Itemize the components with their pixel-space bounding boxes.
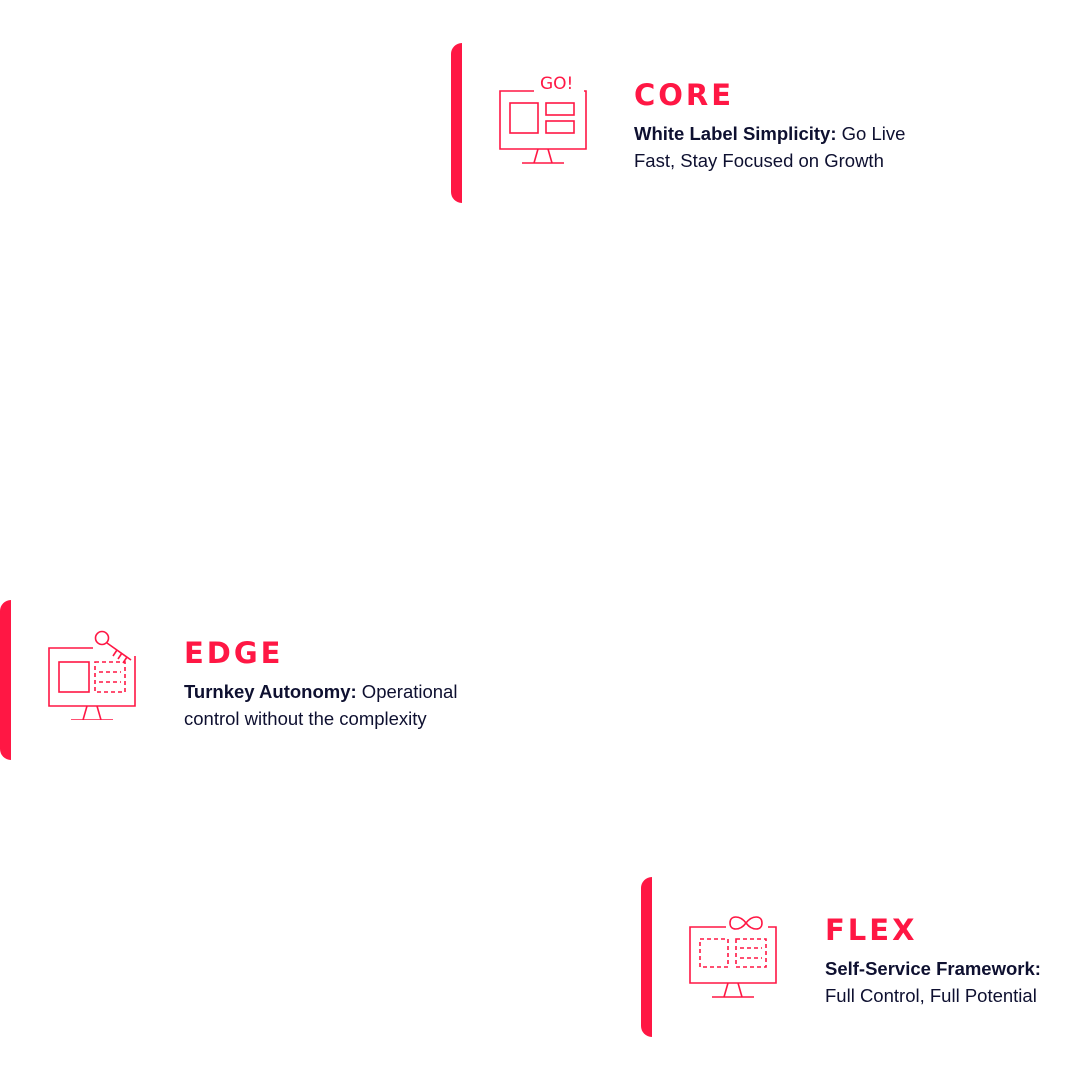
core-accent-bar (451, 43, 462, 203)
edge-description: Turnkey Autonomy: Operational control wi… (184, 678, 484, 732)
edge-card: EDGE Turnkey Autonomy: Operational contr… (0, 600, 480, 760)
edge-rest: Operational control without the complexi… (184, 681, 458, 729)
edge-accent-bar (0, 600, 11, 760)
flex-accent-bar (641, 877, 652, 1037)
core-lead: White Label Simplicity: (634, 123, 837, 144)
core-description: White Label Simplicity: Go Live Fast, St… (634, 120, 934, 174)
flex-lead: Self-Service Framework: (825, 958, 1041, 979)
edge-title: EDGE (184, 636, 284, 670)
flex-title: FLEX (825, 913, 918, 947)
monitor-infinity-icon (688, 913, 778, 1003)
core-rest: Go Live Fast, Stay Focused on Growth (634, 123, 906, 171)
flex-description: Self-Service Framework: Full Control, Fu… (825, 955, 1075, 1009)
flex-rest: Full Control, Full Potential (825, 985, 1037, 1006)
core-title: CORE (634, 78, 735, 112)
core-card: GO! CORE White Label Simplicity: Go Live… (451, 43, 931, 203)
edge-lead: Turnkey Autonomy: (184, 681, 357, 702)
monitor-key-icon (47, 630, 137, 720)
flex-card: FLEX Self-Service Framework: Full Contro… (641, 877, 1080, 1037)
go-label: GO! (540, 75, 573, 94)
monitor-go-icon: GO! (498, 75, 588, 165)
